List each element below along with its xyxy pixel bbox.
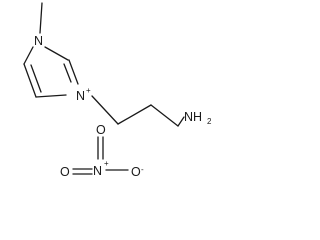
atom-o-top: O — [96, 123, 106, 137]
bond-n3-ca — [91, 95, 119, 125]
bond-c5-n1 — [23, 46, 34, 65]
atom-n-charged: N — [76, 89, 85, 103]
nitrate-anion: O N + O O - — [60, 123, 144, 179]
atom-o-right: O — [131, 165, 141, 179]
atom-n-nitrate: N — [93, 164, 102, 178]
charge-plus-cation: + — [86, 86, 91, 95]
atom-n-methyl: N — [34, 34, 43, 48]
charge-plus-nitrate: + — [104, 159, 109, 168]
bond-c4-c5-double — [30, 64, 42, 93]
atom-nh2: NH — [184, 110, 202, 124]
bond-n3-c4 — [35, 94, 67, 98]
charge-minus-nitrate: - — [141, 165, 144, 174]
atom-o-left: O — [60, 165, 70, 179]
imidazolium-cation: N N + NH 2 — [23, 2, 212, 127]
bond-cc-n — [177, 116, 185, 127]
structure-canvas: N N + NH 2 O N + O O - — [23, 2, 212, 179]
bond-n1-c2 — [44, 46, 69, 61]
bond-c2-n3 — [68, 59, 79, 85]
bond-cb-cc — [150, 104, 179, 127]
bond-methyl — [39, 2, 43, 34]
atom-nh2-subscript: 2 — [207, 117, 212, 126]
bond-c2-n3-double — [63, 63, 72, 83]
bond-c4-c5 — [23, 63, 37, 98]
bond-ca-cb — [117, 104, 152, 125]
chemical-structure: N N + NH 2 O N + O O - — [23, 2, 212, 179]
